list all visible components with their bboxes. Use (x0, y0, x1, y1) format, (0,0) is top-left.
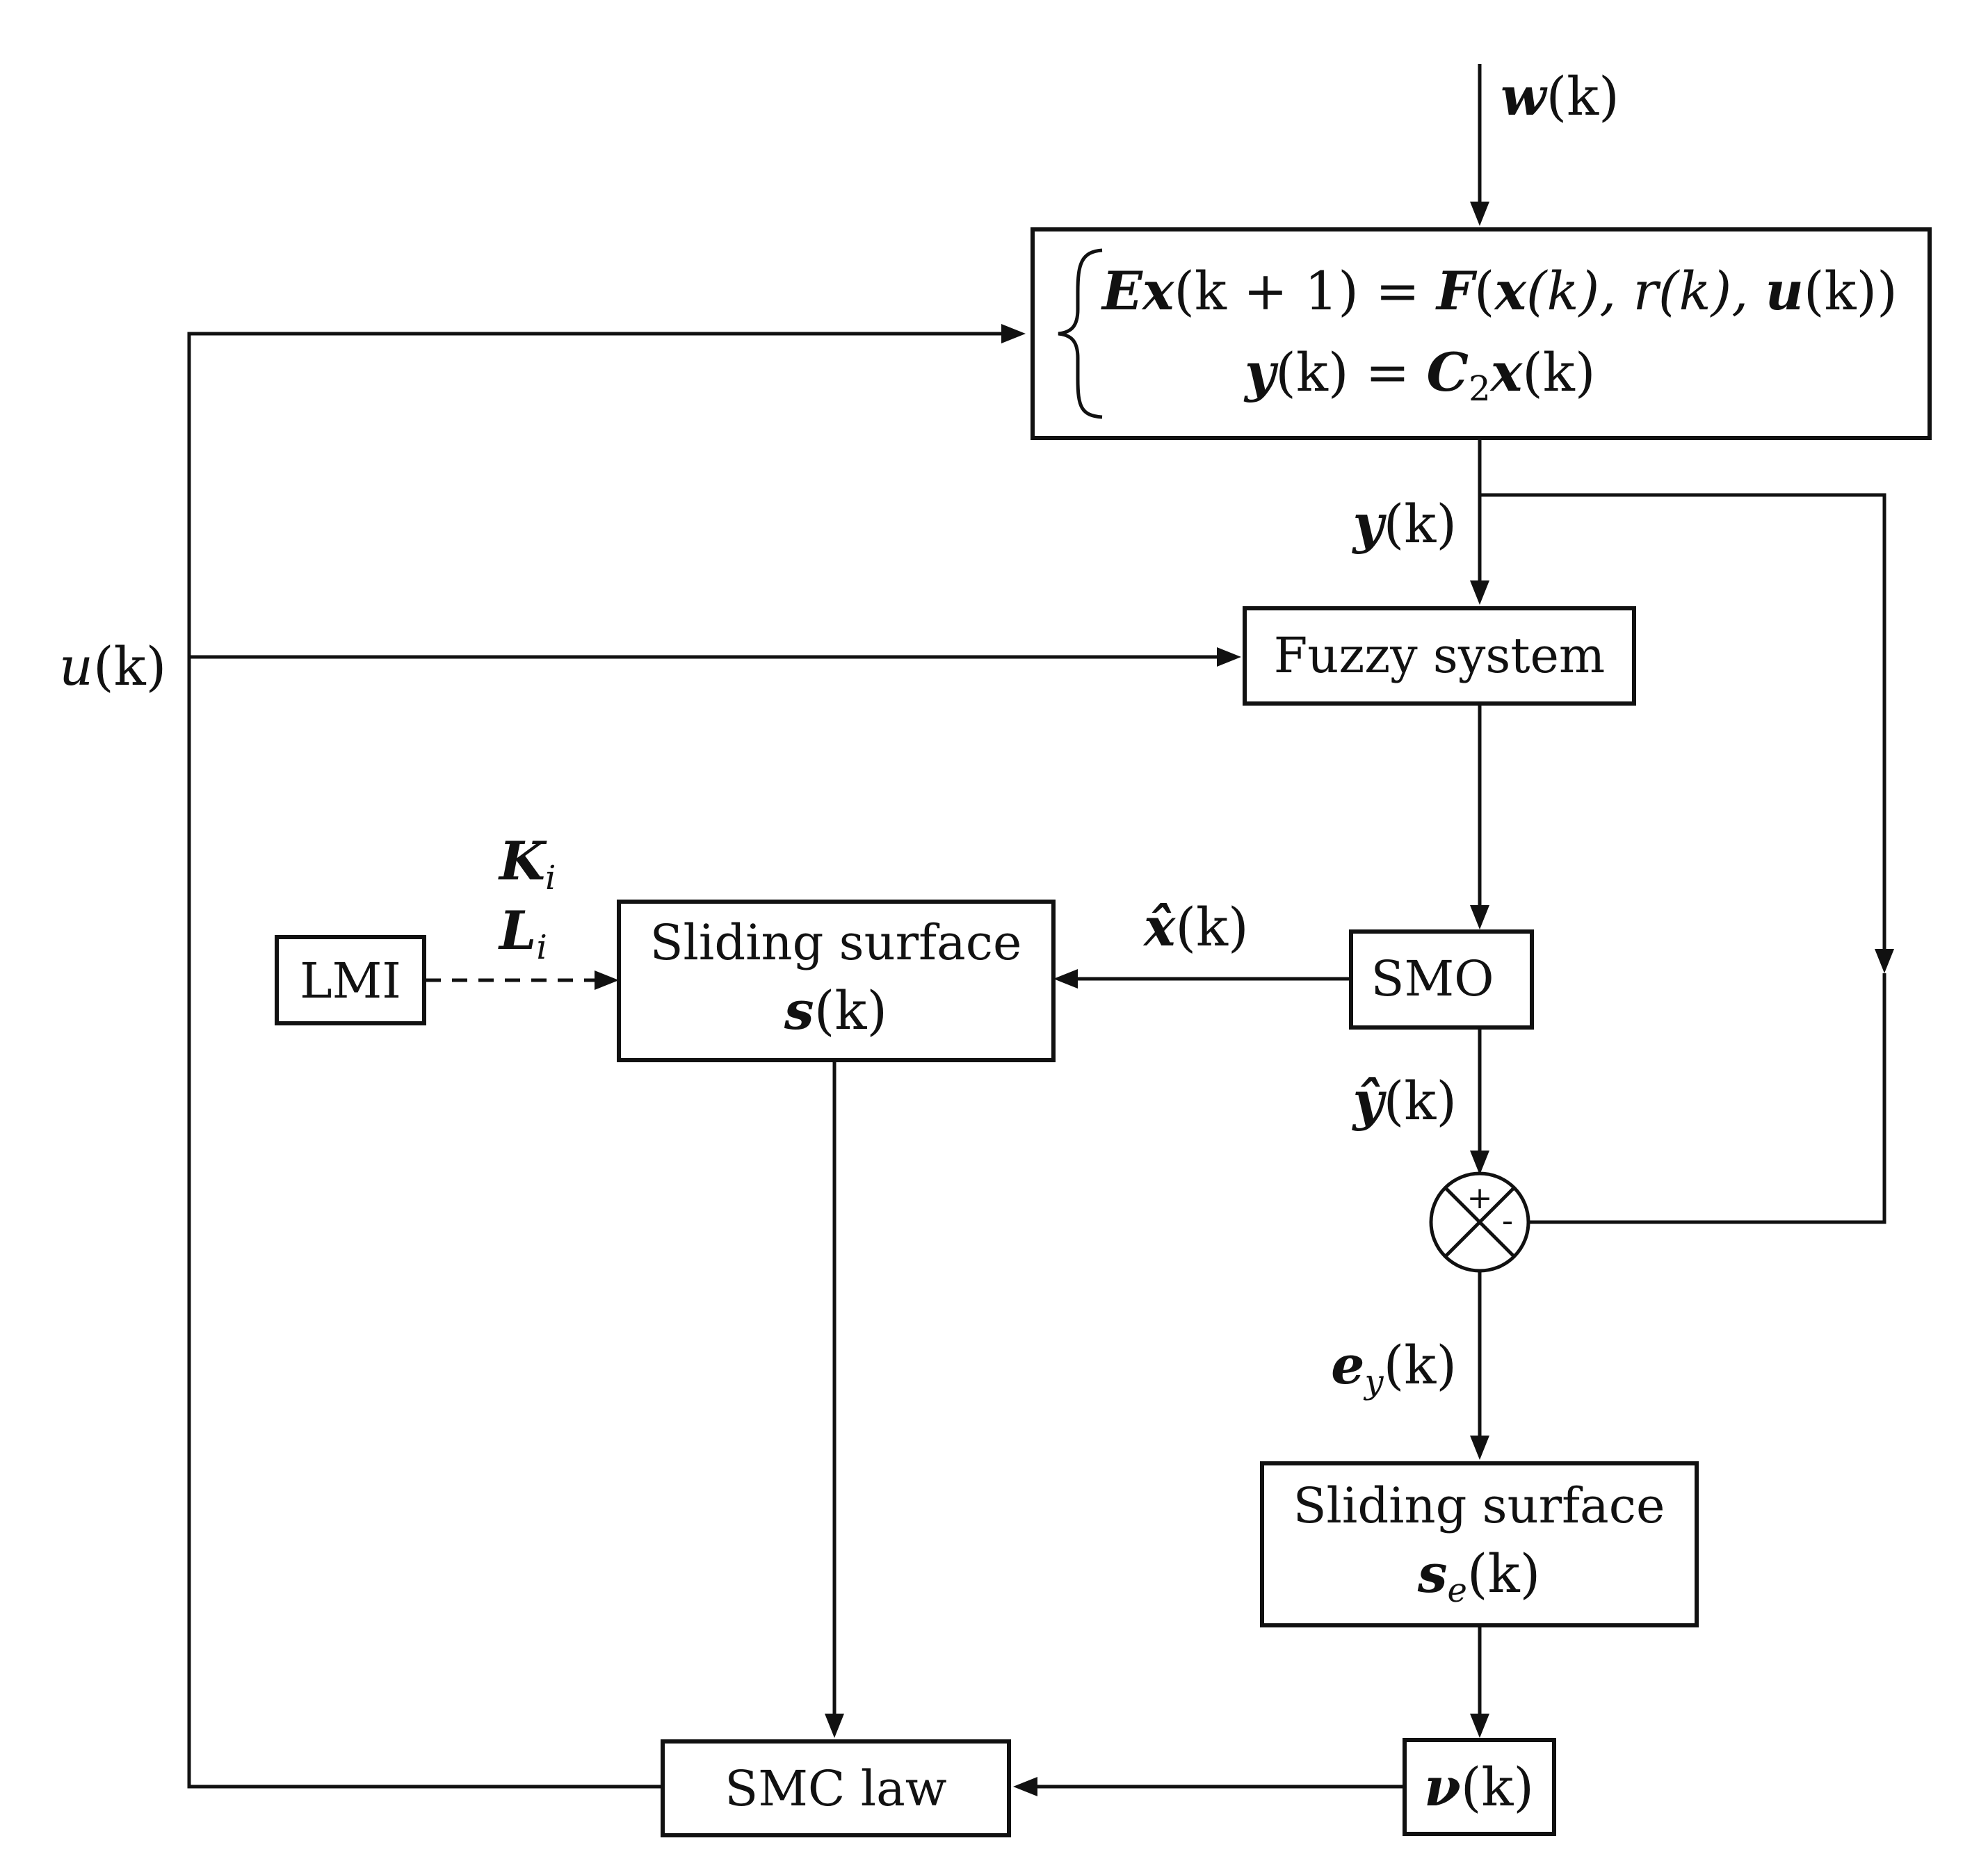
arrowhead-y (1470, 580, 1489, 605)
sym-E: E (1101, 260, 1143, 322)
lmi-block: LMI (275, 935, 426, 1025)
eq2-end: (k) (1522, 341, 1595, 403)
sym-s: s (784, 980, 814, 1041)
sym-u: u (1765, 260, 1804, 322)
plant-block: Ex(k + 1) = F(x(k), r(k), u(k)) y(k) = C… (1031, 227, 1932, 440)
sym-s2: s (1417, 1543, 1448, 1604)
lmi-label: LMI (300, 952, 401, 1009)
arrowhead-yhat (1470, 1151, 1489, 1175)
wire-y-branch-right (1480, 493, 1886, 952)
smo-label: SMO (1371, 950, 1494, 1007)
sliding-surface-2-title: Sliding surface (1293, 1477, 1665, 1534)
sym-K-sub: i (545, 859, 556, 897)
xhat-arg: (k) (1175, 896, 1248, 958)
label-u: u(k) (59, 635, 166, 697)
ss1-arg: (k) (814, 980, 887, 1041)
nu-block: ν(k) (1403, 1738, 1556, 1836)
arrowhead-ey (1470, 1436, 1489, 1460)
eq1-open: ( (1474, 260, 1495, 322)
sym-L-sub: i (536, 928, 547, 967)
nu-label: ν(k) (1424, 1756, 1534, 1818)
eq1-args: (k), r(k), (1526, 260, 1765, 322)
arrowhead-ss1-smc (825, 1714, 844, 1738)
sym-yhat: ŷ (1351, 1070, 1387, 1132)
sym-s2-sub: e (1448, 1571, 1467, 1610)
sym-C: C (1427, 341, 1469, 403)
arrowhead-lmi (595, 970, 619, 990)
sum-minus-sign: - (1502, 1201, 1513, 1240)
sliding-surface-1-block: Sliding surface s(k) (617, 900, 1056, 1062)
sym-xhat: x̂ (1142, 896, 1177, 958)
sym-y: y (1243, 341, 1279, 403)
sym-x: x (1141, 260, 1175, 322)
fuzzy-system-label: Fuzzy system (1274, 627, 1606, 684)
plant-brace (1058, 248, 1103, 419)
arrowhead-nu-smc (1013, 1777, 1037, 1796)
arrowhead-xhat (1053, 969, 1078, 989)
sym-K: K (498, 830, 547, 892)
sliding-surface-1-title: Sliding surface (650, 914, 1022, 971)
sym-x3: x (1489, 341, 1524, 403)
wire-u-feedback (187, 332, 1005, 1789)
u-arg: (k) (93, 635, 166, 697)
plant-eq-2: y(k) = C2x(k) (1243, 341, 1596, 409)
wire-y-to-sum-minus (1528, 973, 1886, 1224)
sym-u-signal: u (59, 635, 93, 697)
y-arg: (k) (1384, 493, 1457, 555)
eq2-part-a: (k) = (1275, 341, 1426, 403)
arrowhead-ss2-nu (1470, 1714, 1489, 1738)
sym-ey-sub: y (1364, 1363, 1384, 1401)
summing-junction: + - (1429, 1171, 1530, 1273)
yhat-arg: (k) (1384, 1070, 1457, 1132)
eq1-part-a: (k + 1) = (1174, 260, 1437, 322)
arrowhead-u-fuzzy (1217, 647, 1241, 667)
sym-ey: e (1331, 1334, 1364, 1396)
sym-L: L (498, 900, 536, 961)
sliding-surface-2-signal: se(k) (1417, 1543, 1541, 1610)
label-y: y(k) (1351, 493, 1457, 555)
smc-law-block: SMC law (661, 1739, 1011, 1837)
ss2-arg: (k) (1467, 1543, 1540, 1604)
arrowhead-u-plant (1001, 324, 1026, 343)
w-arg: (k) (1546, 65, 1619, 127)
sym-nu: ν (1424, 1756, 1461, 1818)
sym-y-signal: y (1351, 493, 1387, 555)
sliding-surface-1-signal: s(k) (784, 980, 887, 1041)
arrowhead-w (1470, 202, 1489, 226)
label-Li: Li (498, 900, 547, 967)
eq1-close: (k)) (1804, 260, 1898, 322)
label-xhat: x̂(k) (1142, 896, 1249, 958)
plant-eq-1: Ex(k + 1) = F(x(k), r(k), u(k)) (1101, 260, 1898, 322)
sym-w: w (1501, 65, 1548, 127)
label-yhat: ŷ(k) (1351, 1070, 1457, 1132)
sliding-surface-2-block: Sliding surface se(k) (1260, 1461, 1699, 1627)
sum-plus-sign: + (1467, 1180, 1493, 1216)
sym-C-sub: 2 (1469, 368, 1491, 409)
connections (187, 64, 1894, 1796)
smo-block: SMO (1349, 929, 1534, 1030)
sym-x2: x (1494, 260, 1528, 322)
smc-law-label: SMC law (725, 1760, 946, 1817)
label-w: w(k) (1501, 65, 1619, 127)
label-ey: ey(k) (1331, 1334, 1457, 1401)
sym-F: F (1435, 260, 1478, 322)
ey-arg: (k) (1384, 1334, 1457, 1396)
arrowhead-y-right (1875, 949, 1894, 973)
nu-arg: (k) (1461, 1756, 1534, 1818)
fuzzy-system-block: Fuzzy system (1243, 606, 1636, 706)
label-Ki: Ki (498, 830, 556, 897)
arrowhead-fuzzy-smo (1470, 905, 1489, 929)
